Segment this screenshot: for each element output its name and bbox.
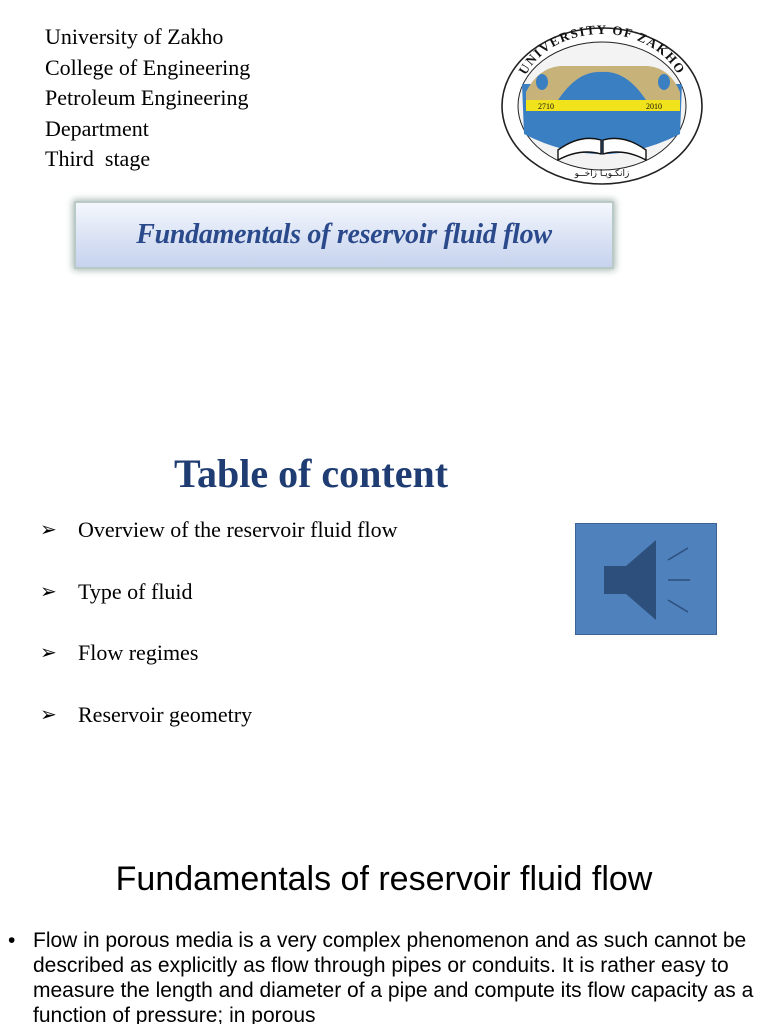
toc-list: ➢ Overview of the reservoir fluid flow ➢… — [40, 516, 398, 760]
arrowhead-bullet-icon: ➢ — [40, 519, 57, 541]
slide-table-of-content: Table of content ➢ Overview of the reser… — [0, 430, 768, 760]
toc-item-label: Overview of the reservoir fluid flow — [78, 517, 398, 542]
arrowhead-bullet-icon: ➢ — [40, 580, 57, 603]
toc-item-label: Flow regimes — [78, 640, 199, 665]
toc-item: ➢ Flow regimes — [40, 639, 398, 701]
header-line-program: Petroleum Engineering — [45, 85, 249, 110]
section-heading: Fundamentals of reservoir fluid flow — [115, 860, 653, 898]
audio-speaker-button[interactable] — [575, 523, 717, 635]
header-line-college: College of Engineering — [45, 54, 251, 80]
toc-heading: Table of content — [173, 451, 449, 496]
header-line-stage: Third stage — [45, 146, 151, 171]
header-line-university: University of Zakho — [45, 24, 224, 49]
logo-bottom-text: زانكـويـا زاخــو — [574, 169, 630, 179]
logo-year-left: 2710 — [538, 102, 554, 111]
bullet-icon: • — [8, 929, 16, 952]
toc-item: ➢ Overview of the reservoir fluid flow — [40, 516, 398, 578]
header-line-department: Department — [45, 115, 149, 141]
body-text: Flow in porous media is a very complex p… — [33, 929, 754, 1024]
institution-header: University of Zakho College of Engineeri… — [45, 22, 250, 175]
logo-year-right: 2010 — [646, 102, 662, 111]
toc-item-label: Type of fluid — [78, 578, 193, 604]
bullet-paragraph: • Flow in porous media is a very complex… — [8, 928, 760, 1024]
toc-item: ➢ Reservoir geometry — [40, 701, 398, 761]
slide-title: University of Zakho College of Engineeri… — [0, 0, 768, 300]
title-banner: Fundamentals of reservoir fluid flow — [76, 203, 612, 267]
toc-item-label: Reservoir geometry — [78, 701, 253, 727]
toc-item: ➢ Type of fluid — [40, 578, 398, 640]
speaker-icon — [604, 540, 690, 620]
university-logo: UNIVERSITY OF ZAKHO 2710 2010 زانكـويـا … — [501, 22, 703, 185]
arrowhead-bullet-icon: ➢ — [40, 703, 57, 726]
arrowhead-bullet-icon: ➢ — [40, 642, 57, 664]
presentation-title: Fundamentals of reservoir fluid flow — [136, 219, 552, 250]
slide-fundamentals: Fundamentals of reservoir fluid flow • F… — [0, 840, 768, 1024]
